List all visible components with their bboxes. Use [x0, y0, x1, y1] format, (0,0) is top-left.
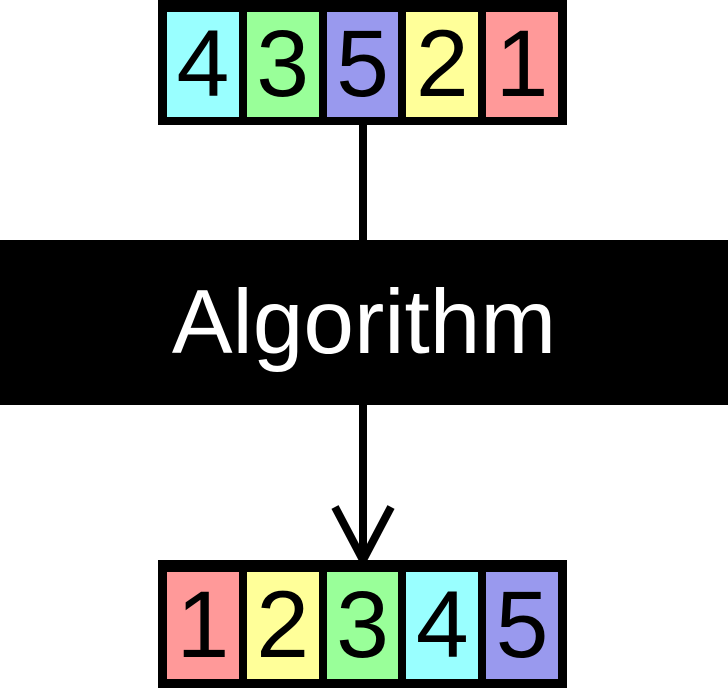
arrow-down-icon — [331, 405, 395, 564]
output-cell-2: 2 — [246, 572, 319, 679]
output-array: 1 2 3 4 5 — [158, 560, 567, 688]
input-cell-3: 5 — [326, 12, 399, 117]
output-cell-5: 5 — [486, 572, 558, 679]
input-cell-2: 3 — [246, 12, 319, 117]
input-cell-4: 2 — [406, 12, 479, 117]
output-cell-3: 3 — [326, 572, 399, 679]
algorithm-banner: Algorithm — [0, 240, 728, 405]
input-cell-5: 1 — [486, 12, 558, 117]
connector-line-top — [359, 125, 367, 240]
input-array: 4 3 5 2 1 — [158, 0, 567, 125]
output-cell-1: 1 — [167, 572, 239, 679]
input-cell-1: 4 — [167, 12, 239, 117]
output-cell-4: 4 — [406, 572, 479, 679]
algorithm-banner-label: Algorithm — [171, 272, 557, 373]
